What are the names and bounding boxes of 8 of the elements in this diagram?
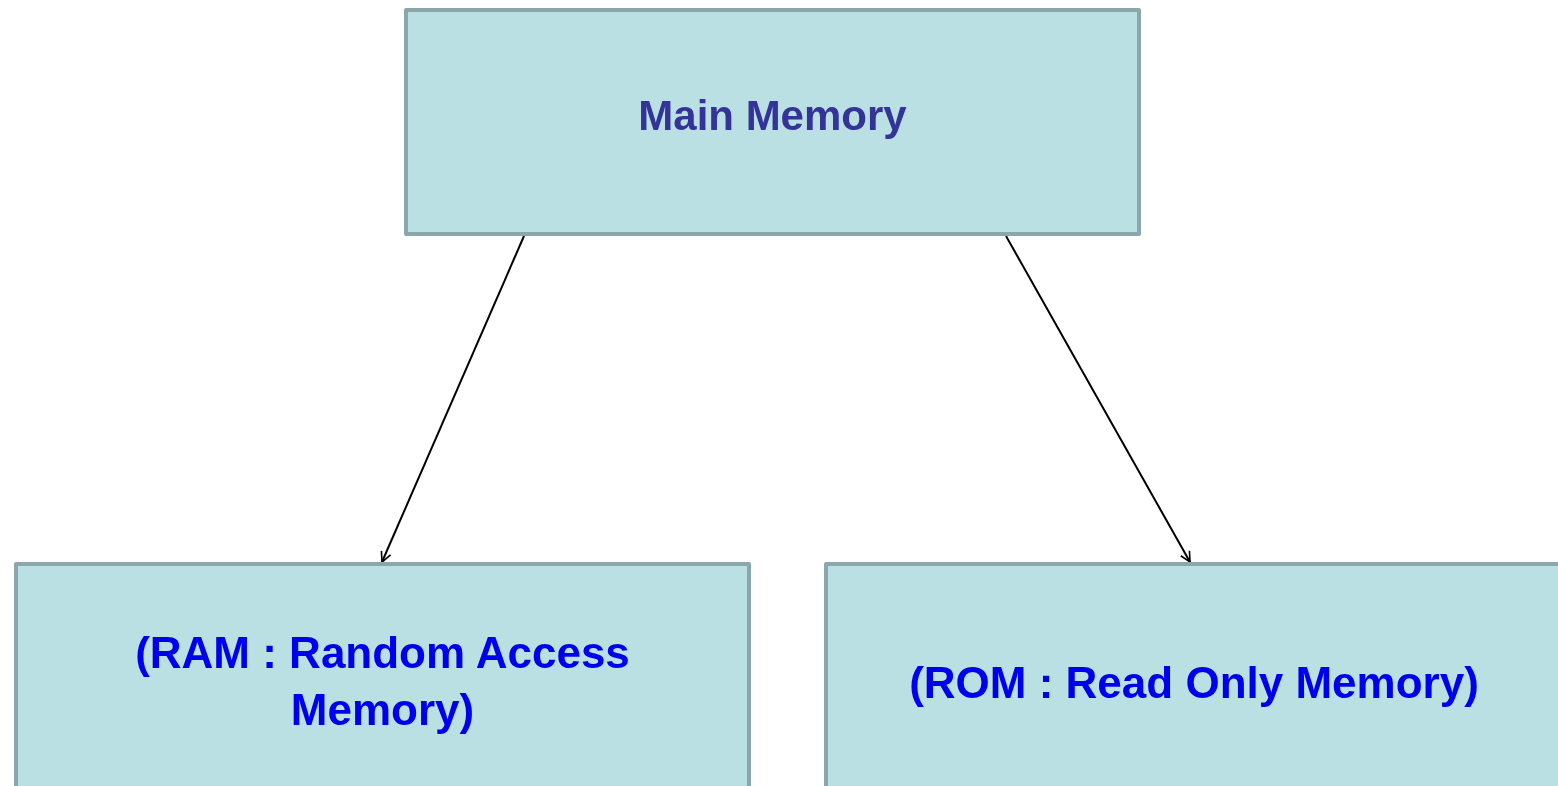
box-label: Main Memory: [638, 90, 907, 141]
arrow: [1005, 235, 1191, 563]
arrow: [380, 235, 525, 563]
memory-box: [14, 562, 751, 786]
box-label: (ROM : Read Only Memory): [909, 657, 1479, 709]
memory-box: [824, 562, 1558, 786]
box-label: (RAM : Random Access Memory): [134, 627, 631, 737]
memory-box: [404, 8, 1141, 236]
